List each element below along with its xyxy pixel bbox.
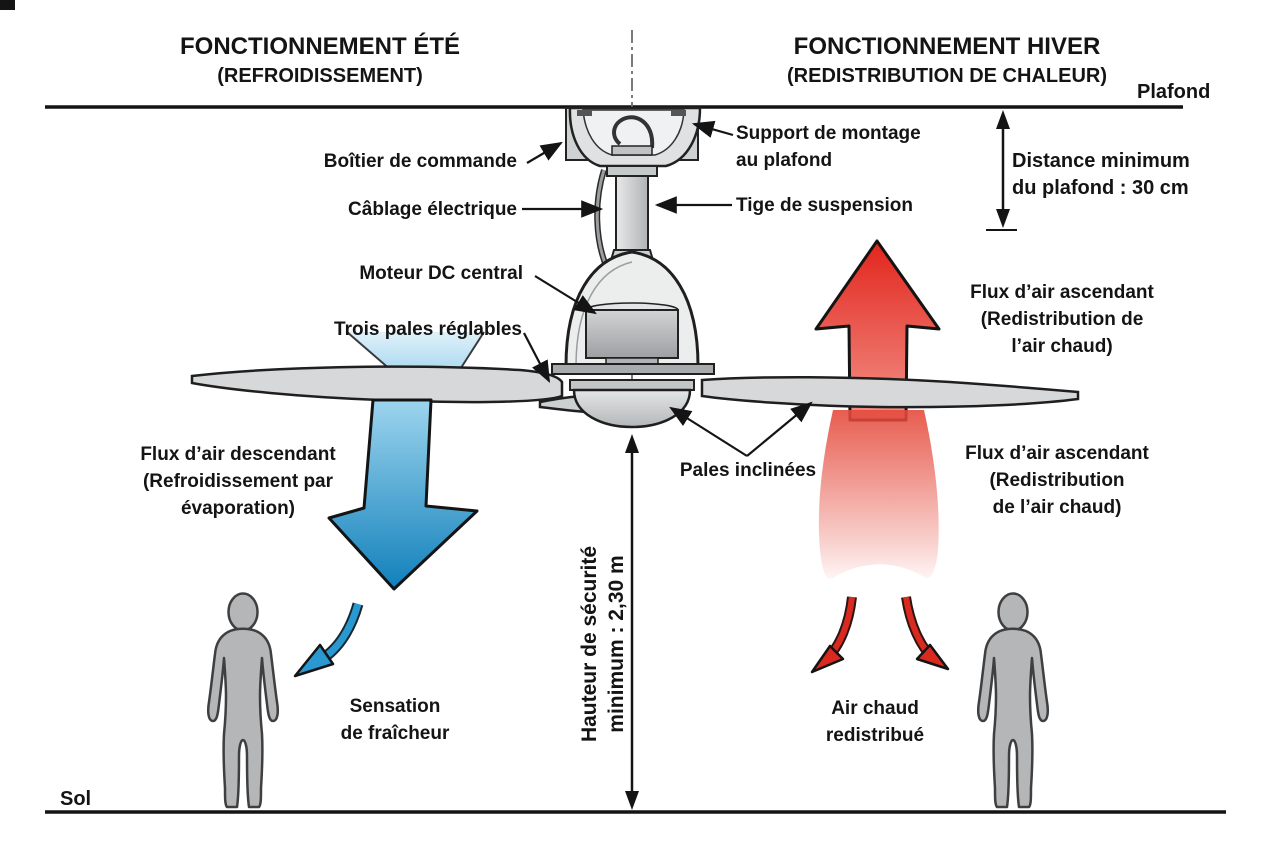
person-left	[206, 592, 280, 809]
safety-height-measure	[625, 434, 639, 810]
mounting-bracket	[565, 106, 702, 177]
cool-air-down-arrow	[327, 398, 479, 591]
floor-label: Sol	[60, 788, 92, 810]
cool-sensation-label: Sensation de fraîcheur	[340, 696, 450, 744]
warm-air-curved-arrow-right	[901, 596, 950, 671]
warm-air-plume	[818, 410, 939, 580]
cool-air-intake-funnel	[346, 331, 485, 372]
fan-blade-left	[190, 365, 564, 404]
canopy-wire	[612, 115, 655, 149]
mount-label: Support de montage au plafond	[736, 123, 921, 171]
control-box-label: Boîtier de commande	[323, 151, 517, 172]
warm-air-curved-arrow-left	[810, 596, 857, 674]
motor-label: Moteur DC central	[359, 263, 523, 284]
ceiling-distance-label: Distance minimum du plafond : 30 cm	[1012, 150, 1190, 199]
ceiling-label: Plafond	[1137, 81, 1211, 103]
corner-artifact	[0, 0, 15, 10]
blade-mount-plate	[551, 363, 715, 375]
leader-motor	[534, 275, 597, 315]
bottom-dome	[569, 379, 695, 429]
dc-motor	[585, 309, 679, 359]
leader-tilted-left	[669, 406, 748, 457]
winter-subtitle: (REDISTRIBUTION DE CHALEUR)	[787, 65, 1107, 87]
wiring-label: Câblage électrique	[348, 199, 517, 220]
motor-housing	[564, 249, 700, 368]
person-right	[976, 592, 1050, 809]
suspension-rod	[615, 175, 649, 255]
blades-label: Trois pales réglables	[334, 319, 522, 340]
warm-flow-bottom-label: Flux d’air ascendant (Redistribution de …	[965, 443, 1149, 518]
tilted-blades-label: Pales inclinées	[679, 460, 817, 481]
cool-air-curved-arrow	[293, 602, 364, 678]
callout-leader-lines	[522, 120, 813, 457]
ceiling-distance-measure	[986, 110, 1017, 231]
safety-height-label: Hauteur de sécurité minimum : 2,30 m	[578, 545, 628, 743]
leader-control-box	[526, 141, 563, 164]
rod-label: Tige de suspension	[736, 195, 914, 216]
leader-blades	[523, 332, 551, 383]
warm-redistributed-label: Air chaud redistribué	[825, 698, 925, 746]
fan-blade-right	[700, 375, 1080, 409]
leader-tilted-right	[746, 401, 813, 457]
summer-subtitle: (REFROIDISSEMENT)	[217, 65, 423, 87]
leader-mount	[691, 120, 734, 138]
warm-flow-top-label: Flux d’air ascendant (Redistribution de …	[970, 282, 1154, 357]
cool-flow-label: Flux d’air descendant (Refroidissement p…	[140, 444, 336, 519]
summer-title: FONCTIONNEMENT ÉTÉ	[180, 33, 460, 60]
winter-title: FONCTIONNEMENT HIVER	[793, 33, 1101, 60]
